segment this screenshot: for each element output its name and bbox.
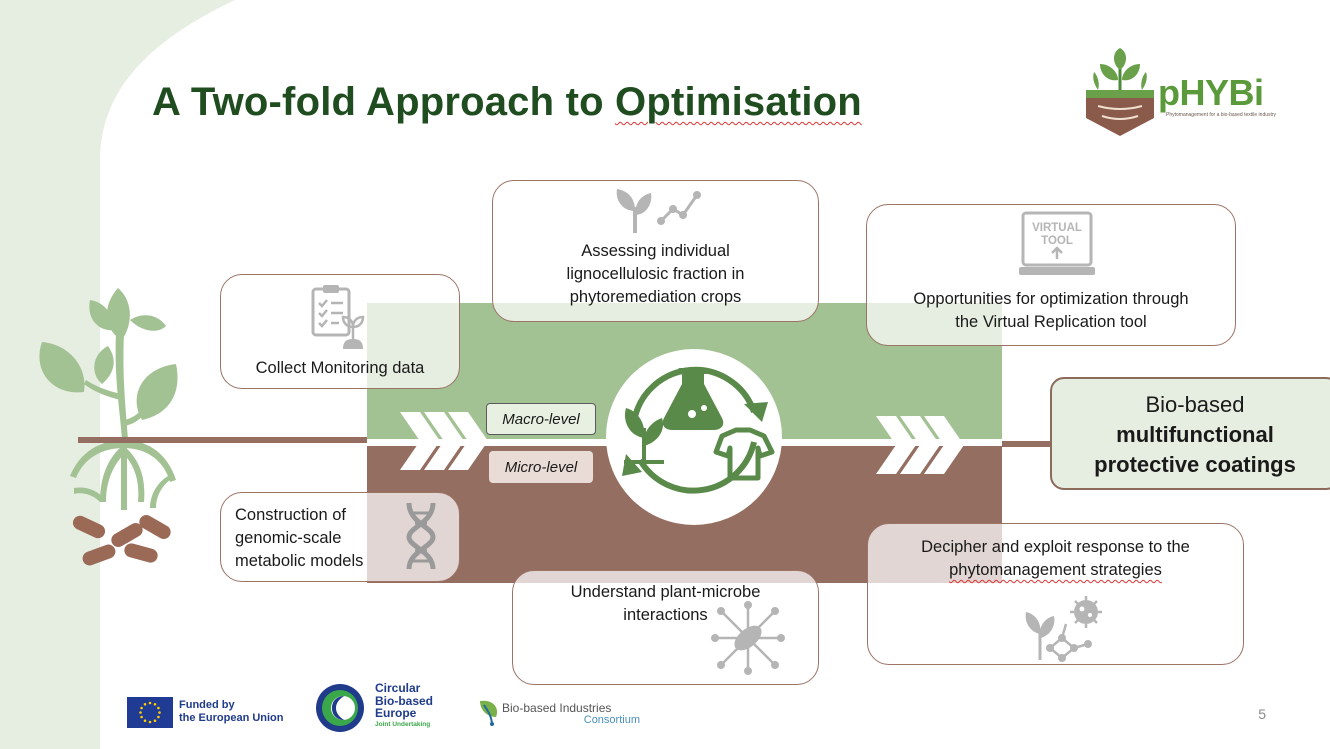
cbe-line-4: Joint Undertaking bbox=[375, 720, 431, 728]
virtual-icon-line-1: VIRTUAL bbox=[1032, 222, 1082, 234]
bic-logo-icon bbox=[480, 700, 498, 726]
cycle-icon bbox=[606, 349, 782, 525]
plant-illustration bbox=[39, 288, 178, 566]
lignocellulosic-box: Assessing individual lignocellulosic fra… bbox=[492, 180, 819, 322]
plant-microbe-text: Understand plant-microbe interactions bbox=[513, 581, 818, 627]
bic-line-1: Bio-based Industries bbox=[502, 701, 612, 715]
outcome-line-3: protective coatings bbox=[1094, 452, 1296, 477]
bic-text: Bio-based Industries Consortium bbox=[502, 702, 640, 726]
phybi-logo-tagline: Phytomanagement for a bio-based textile … bbox=[1166, 112, 1277, 118]
virtual-line-2: the Virtual Replication tool bbox=[955, 313, 1147, 331]
cbe-line-1: Circular bbox=[375, 681, 421, 695]
microbe-network-icon bbox=[711, 601, 785, 675]
macro-level-label: Macro-level bbox=[486, 403, 596, 435]
genomic-line-2: genomic-scale bbox=[235, 529, 342, 547]
monitoring-box: Collect Monitoring data bbox=[220, 274, 460, 389]
cbe-text: Circular Bio-based Europe Joint Undertak… bbox=[375, 682, 433, 729]
genomic-line-1: Construction of bbox=[235, 506, 346, 524]
connector-line bbox=[1002, 441, 1052, 447]
chevron-arrows-right bbox=[876, 416, 964, 474]
outcome-line-1: Bio-based bbox=[1145, 392, 1245, 417]
decipher-line-2-text: phytomanagement strategies bbox=[949, 561, 1162, 579]
virtual-line-1: Opportunities for optimization through bbox=[913, 290, 1189, 308]
cbe-line-3: Europe bbox=[375, 706, 417, 720]
genomic-text: Construction of genomic-scale metabolic … bbox=[235, 504, 459, 573]
eu-flag-icon bbox=[127, 697, 173, 728]
clipboard-plant-icon bbox=[311, 285, 365, 349]
plant-microbe-network-icon bbox=[1025, 596, 1102, 662]
virtual-tool-laptop-icon: VIRTUAL TOOL bbox=[1019, 211, 1095, 275]
page-title: A Two-fold Approach to Optimisation bbox=[152, 80, 862, 125]
phybi-logo-name: pHYBi bbox=[1158, 72, 1264, 113]
plant-growth-chart-icon bbox=[616, 189, 701, 233]
eu-line-2: the European Union bbox=[179, 712, 284, 724]
lignocellulosic-line-2: lignocellulosic fraction in bbox=[566, 265, 745, 283]
plant-microbe-line-2: interactions bbox=[623, 606, 708, 624]
eu-funding-text: Funded by the European Union bbox=[179, 699, 284, 725]
page-number: 5 bbox=[1258, 706, 1266, 722]
lignocellulosic-text: Assessing individual lignocellulosic fra… bbox=[493, 240, 818, 309]
micro-level-label: Micro-level bbox=[489, 451, 593, 483]
genomic-line-3: metabolic models bbox=[235, 552, 364, 570]
lignocellulosic-line-3: phytoremediation crops bbox=[569, 288, 742, 306]
phybi-logo-icon bbox=[1086, 48, 1154, 136]
outcome-box: Bio-based multifunctional protective coa… bbox=[1050, 377, 1330, 490]
micro-level-text: Micro-level bbox=[504, 458, 578, 476]
dna-icon bbox=[406, 502, 436, 570]
cbe-line-2: Bio-based bbox=[375, 693, 434, 708]
chevron-arrows-left bbox=[400, 412, 488, 470]
lignocellulosic-line-1: Assessing individual bbox=[581, 242, 730, 260]
decipher-text: Decipher and exploit response to the phy… bbox=[868, 536, 1243, 582]
decipher-line-1: Decipher and exploit response to the bbox=[921, 538, 1190, 556]
genomic-box: Construction of genomic-scale metabolic … bbox=[220, 492, 460, 582]
outcome-line-2: multifunctional bbox=[1116, 422, 1274, 447]
eu-line-1: Funded by bbox=[179, 699, 235, 711]
decipher-box: Decipher and exploit response to the phy… bbox=[867, 523, 1244, 665]
virtual-box: VIRTUAL TOOL Opportunities for optimizat… bbox=[866, 204, 1236, 346]
plant-microbe-line-1: Understand plant-microbe bbox=[570, 583, 761, 601]
title-part-2: Optimisation bbox=[615, 80, 862, 124]
plant-microbe-box: Understand plant-microbe interactions bbox=[512, 570, 819, 685]
bic-line-2: Consortium bbox=[583, 714, 640, 726]
ground-line bbox=[78, 437, 368, 443]
decipher-line-2: phytomanagement strategies bbox=[868, 559, 1243, 582]
title-part-1: A Two-fold Approach to bbox=[152, 80, 616, 124]
sidebar-background bbox=[0, 0, 235, 749]
cbe-logo-icon bbox=[316, 684, 364, 732]
monitoring-text: Collect Monitoring data bbox=[255, 359, 425, 377]
macro-level-text: Macro-level bbox=[502, 410, 580, 428]
virtual-icon-line-2: TOOL bbox=[1041, 235, 1073, 247]
virtual-text: Opportunities for optimization through t… bbox=[867, 288, 1235, 334]
